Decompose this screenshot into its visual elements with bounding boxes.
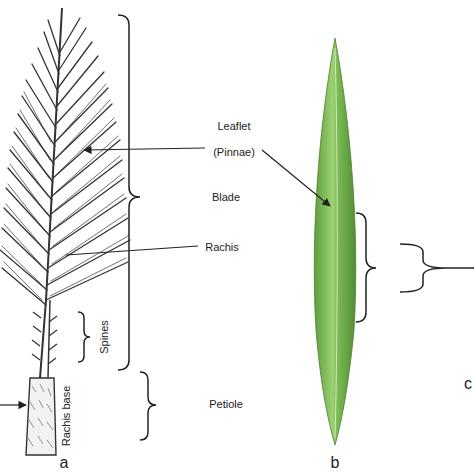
panel-letter: a — [60, 455, 69, 471]
part-label: (Pinnae) — [213, 147, 255, 158]
part-label: Blade — [212, 192, 240, 203]
frond-leaflets — [0, 18, 130, 305]
bracket — [78, 15, 474, 440]
leader-line — [0, 148, 330, 405]
petiole-edge — [48, 300, 50, 378]
part-label: Petiole — [209, 399, 243, 410]
part-label: Leaflet — [217, 121, 250, 132]
sheath-texture — [28, 384, 53, 448]
panel-letter: b — [331, 455, 340, 471]
part-label: Rachis — [205, 242, 239, 253]
rachis-line — [40, 8, 62, 378]
rachis-base-sheath — [26, 378, 56, 455]
panel-letter: c — [464, 376, 472, 392]
part-label: Spines — [99, 320, 110, 354]
part-label: Rachis base — [61, 386, 72, 447]
spine-marks — [32, 312, 57, 364]
leaflet-midrib — [335, 48, 337, 438]
leaflet-illustration — [314, 38, 356, 445]
